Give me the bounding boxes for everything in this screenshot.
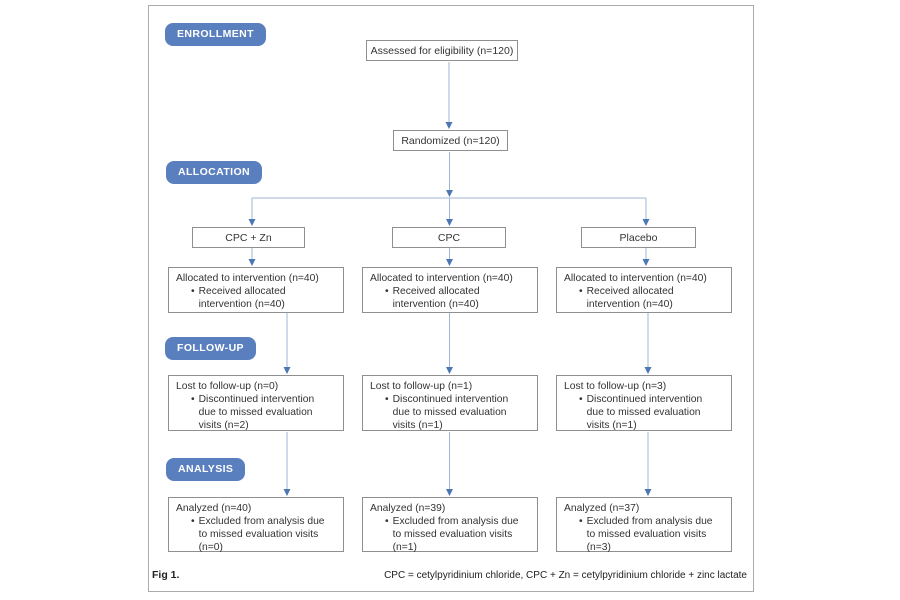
bullet-item: • Discontinued intervention due to misse… (385, 393, 532, 432)
bullet-dot: • (385, 394, 389, 405)
box-title: Lost to follow-up (n=1) (370, 381, 473, 392)
analysis-box-cpc: Analyzed (n=39) • Excluded from analysis… (362, 497, 538, 554)
bullet-item: • Received allocated intervention (n=40) (579, 285, 726, 311)
box-title: Lost to follow-up (n=0) (176, 381, 279, 392)
arm-label-box-cpc: CPC (392, 227, 506, 248)
bullet-text: Excluded from analysis due to missed eva… (586, 516, 713, 553)
randomized-box: Randomized (n=120) (393, 130, 508, 151)
stage-badge-enrollment: ENROLLMENT (165, 23, 266, 46)
arm-label-box-cpc-zn: CPC + Zn (192, 227, 305, 248)
box-title: Analyzed (n=40) (176, 503, 252, 514)
bullet-dot: • (385, 516, 389, 527)
figure-label: Fig 1. (152, 569, 180, 581)
bullet-dot: • (579, 394, 583, 405)
assessed-eligibility-box: Assessed for eligibility (n=120) (366, 40, 518, 61)
bullet-item: • Excluded from analysis due to missed e… (579, 515, 726, 554)
allocation-box-cpc-zn: Allocated to intervention (n=40) • Recei… (168, 267, 344, 313)
followup-box-cpc: Lost to follow-up (n=1) • Discontinued i… (362, 375, 538, 431)
stage-badge-analysis: ANALYSIS (166, 458, 246, 481)
bullet-item: • Excluded from analysis due to missed e… (191, 515, 338, 554)
bullet-item: • Discontinued intervention due to misse… (191, 393, 338, 432)
box-title: Allocated to intervention (n=40) (564, 273, 707, 284)
stage-badge-allocation: ALLOCATION (166, 161, 263, 184)
bullet-item: • Received allocated intervention (n=40) (191, 285, 338, 311)
box-title: Analyzed (n=39) (370, 503, 446, 514)
bullet-text: Received allocated intervention (n=40) (586, 286, 674, 310)
arm-label-box-placebo: Placebo (581, 227, 696, 248)
box-title: Allocated to intervention (n=40) (176, 273, 319, 284)
bullet-text: Excluded from analysis due to missed eva… (392, 516, 519, 553)
followup-box-cpc-zn: Lost to follow-up (n=0) • Discontinued i… (168, 375, 344, 431)
bullet-item: • Excluded from analysis due to missed e… (385, 515, 532, 554)
bullet-dot: • (579, 286, 583, 297)
box-title: Analyzed (n=37) (564, 503, 640, 514)
followup-box-placebo: Lost to follow-up (n=3) • Discontinued i… (556, 375, 732, 431)
analysis-box-placebo: Analyzed (n=37) • Excluded from analysis… (556, 497, 732, 554)
bullet-dot: • (191, 516, 195, 527)
bullet-text: Discontinued intervention due to missed … (198, 394, 315, 431)
bullet-item: • Received allocated intervention (n=40) (385, 285, 532, 311)
allocation-box-placebo: Allocated to intervention (n=40) • Recei… (556, 267, 732, 313)
bullet-dot: • (579, 516, 583, 527)
bullet-dot: • (191, 394, 195, 405)
bullet-text: Discontinued intervention due to missed … (586, 394, 703, 431)
bullet-dot: • (191, 286, 195, 297)
bullet-text: Discontinued intervention due to missed … (392, 394, 509, 431)
bullet-text: Received allocated intervention (n=40) (392, 286, 480, 310)
bullet-item: • Discontinued intervention due to misse… (579, 393, 726, 432)
stage-badge-followup: FOLLOW-UP (165, 337, 256, 360)
allocation-box-cpc: Allocated to intervention (n=40) • Recei… (362, 267, 538, 313)
abbreviation-footnote: CPC = cetylpyridinium chloride, CPC + Zn… (384, 570, 747, 581)
bullet-dot: • (385, 286, 389, 297)
analysis-box-cpc-zn: Analyzed (n=40) • Excluded from analysis… (168, 497, 344, 554)
box-title: Lost to follow-up (n=3) (564, 381, 667, 392)
bullet-text: Received allocated intervention (n=40) (198, 286, 286, 310)
bullet-text: Excluded from analysis due to missed eva… (198, 516, 325, 553)
box-title: Allocated to intervention (n=40) (370, 273, 513, 284)
